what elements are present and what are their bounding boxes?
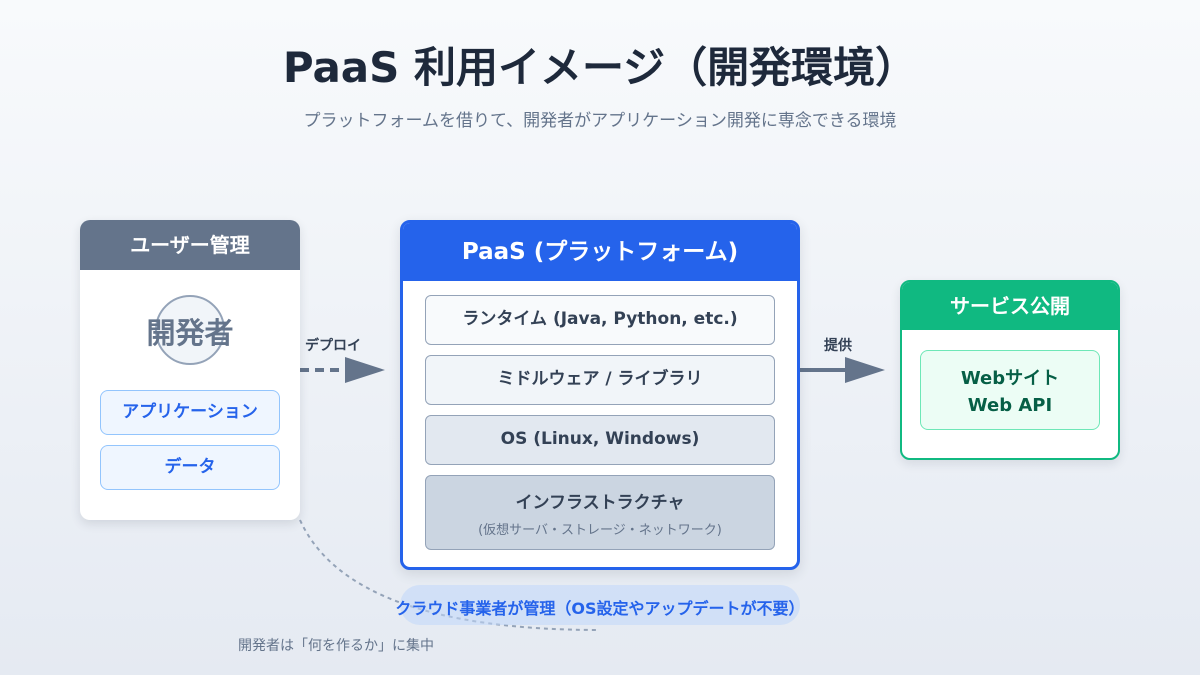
service-card: サービス公開 Webサイト Web API bbox=[900, 280, 1120, 460]
page-title: PaaS 利用イメージ（開発環境） bbox=[282, 43, 918, 92]
focus-note: 開発者は「何を作るか」に集中 bbox=[238, 638, 434, 654]
layer-infrastructure: インフラストラクチャ (仮想サーバ・ストレージ・ネットワーク) bbox=[425, 475, 775, 550]
service-webapi: Web API bbox=[967, 395, 1053, 416]
deploy-arrow-head bbox=[345, 357, 385, 383]
paas-card: PaaS (プラットフォーム) ランタイム (Java, Python, etc… bbox=[400, 220, 800, 570]
provide-label: 提供 bbox=[824, 338, 852, 354]
managed-note-pill bbox=[400, 585, 800, 625]
application-box: アプリケーション bbox=[100, 390, 280, 435]
page-subtitle: プラットフォームを借りて、開発者がアプリケーション開発に専念できる環境 bbox=[303, 111, 897, 131]
layer-infrastructure-sub: (仮想サーバ・ストレージ・ネットワーク) bbox=[478, 523, 722, 538]
data-box: データ bbox=[100, 445, 280, 490]
service-header: サービス公開 bbox=[902, 282, 1118, 330]
layer-middleware: ミドルウェア / ライブラリ bbox=[425, 355, 775, 405]
developer-label: 開発者 bbox=[146, 316, 234, 350]
focus-curve bbox=[299, 519, 601, 631]
user-management-card: ユーザー管理 開発者 アプリケーション データ bbox=[80, 220, 300, 520]
provide-arrow-head bbox=[845, 357, 885, 383]
service-website: Webサイト bbox=[960, 368, 1060, 389]
developer-icon bbox=[155, 295, 225, 365]
layer-runtime: ランタイム (Java, Python, etc.) bbox=[425, 295, 775, 345]
paas-header: PaaS (プラットフォーム) bbox=[403, 223, 797, 281]
service-box: Webサイト Web API bbox=[920, 350, 1100, 430]
managed-note: クラウド事業者が管理（OS設定やアップデートが不要） bbox=[395, 599, 805, 618]
layer-os: OS (Linux, Windows) bbox=[425, 415, 775, 465]
layer-infrastructure-label: インフラストラクチャ bbox=[515, 493, 685, 513]
user-card-header: ユーザー管理 bbox=[80, 220, 300, 270]
deploy-label: デプロイ bbox=[305, 338, 361, 354]
